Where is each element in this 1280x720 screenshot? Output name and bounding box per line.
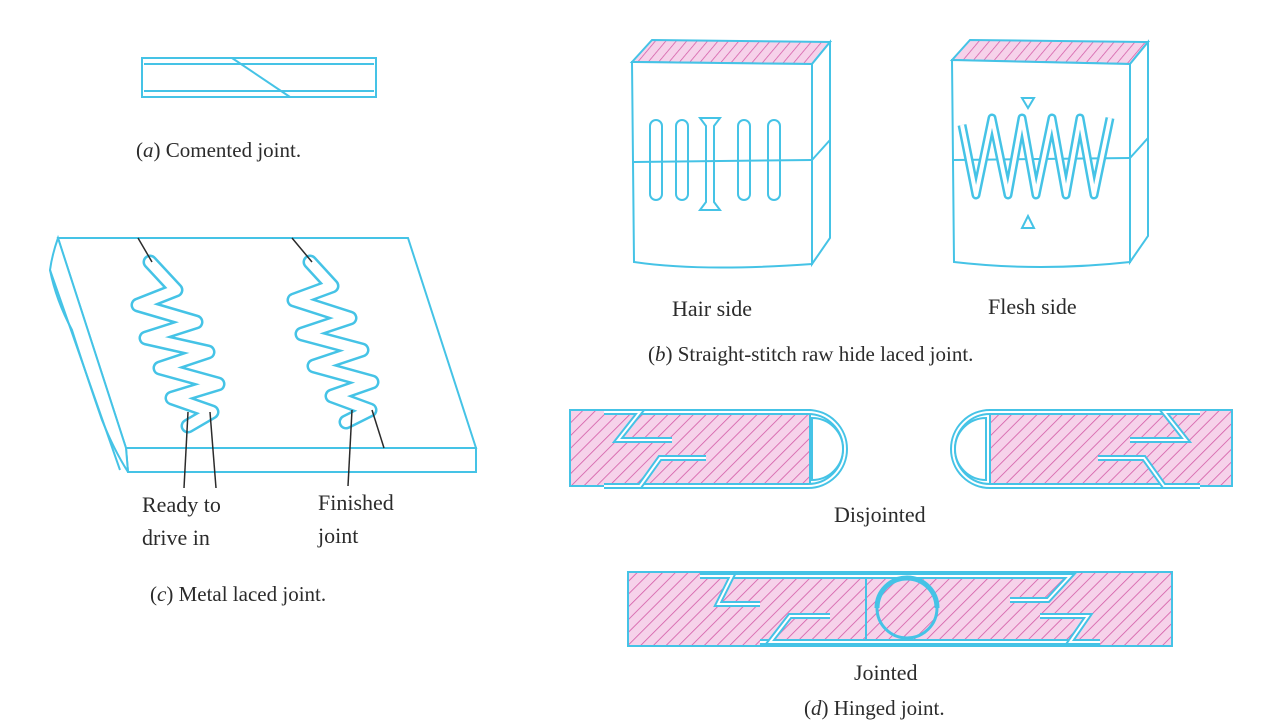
caption-raw-hide-laced-joint: (b) Straight-stitch raw hide laced joint…: [648, 342, 974, 366]
hinged-disjointed-left: [569, 409, 848, 489]
cemented-joint-drawing: [141, 57, 377, 98]
label-ready-to-drive-in: Ready to drive in: [142, 492, 221, 550]
hinged-disjointed-right: [950, 409, 1233, 489]
hair-side-block: [629, 38, 833, 269]
label-hair-side: Hair side: [672, 296, 753, 321]
caption-hinged-joint: (d) Hinged joint.: [804, 696, 945, 720]
metal-lacing-left: [130, 254, 226, 434]
label-flesh-side: Flesh side: [988, 294, 1077, 319]
metal-laced-leaders: [137, 237, 385, 489]
label-finished-joint: Finished joint: [318, 490, 394, 548]
flesh-side-block: [949, 38, 1151, 268]
metal-laced-belt: [48, 234, 478, 473]
caption-cemented-joint: (a) Comented joint.: [136, 138, 302, 162]
label-jointed: Jointed: [854, 660, 918, 685]
metal-lacing-right: [286, 254, 380, 430]
caption-metal-laced-joint: (c) Metal laced joint.: [150, 582, 327, 606]
label-disjointed: Disjointed: [834, 502, 926, 527]
hinged-jointed: [627, 571, 1173, 647]
